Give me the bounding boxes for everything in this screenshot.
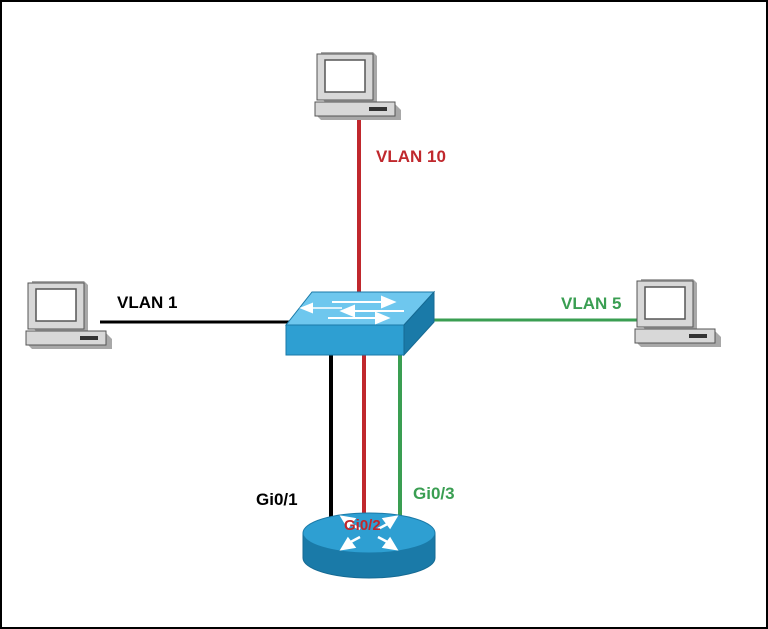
computer-icon[interactable]: [25, 281, 112, 349]
label-gi02: Gi0/2: [344, 517, 381, 534]
computer-icon[interactable]: [634, 279, 721, 347]
label-vlan5: VLAN 5: [561, 294, 621, 313]
computer-icon[interactable]: [314, 52, 401, 120]
label-gi01: Gi0/1: [256, 490, 298, 509]
label-gi03: Gi0/3: [413, 484, 455, 503]
label-vlan10: VLAN 10: [376, 147, 446, 166]
router-icon[interactable]: [302, 512, 436, 579]
label-vlan1: VLAN 1: [117, 293, 177, 312]
switch-icon[interactable]: [284, 290, 436, 357]
